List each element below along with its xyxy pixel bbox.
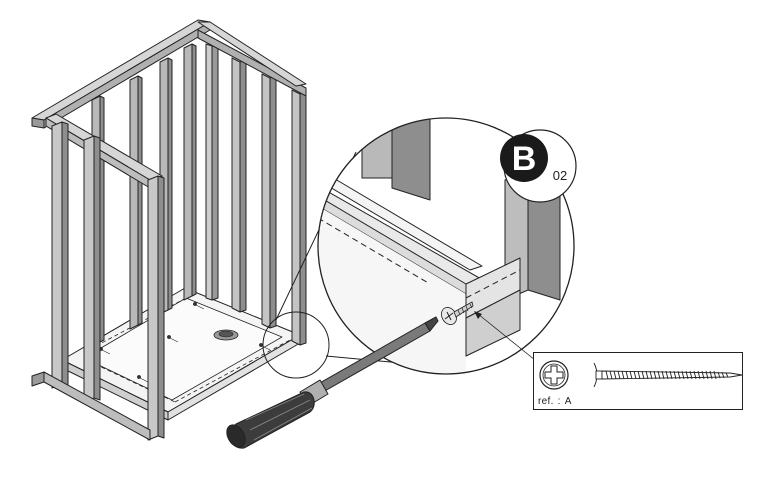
- shower-tray: [61, 287, 301, 421]
- phillips-screw-head-icon: [539, 360, 569, 390]
- screwdriver-icon: [226, 316, 439, 449]
- top-plates: [31, 19, 307, 189]
- stud-frame: [31, 19, 307, 441]
- right-wall-studs: [205, 43, 307, 346]
- detail-locator-circle: [262, 311, 330, 379]
- step-letter: B: [512, 140, 537, 178]
- ref-value: A: [564, 396, 572, 407]
- front-studs: [51, 121, 165, 441]
- ref-text: ref.: [538, 396, 554, 407]
- pan-head-screw-icon: [593, 362, 743, 388]
- magnified-detail-frame: [317, 117, 575, 375]
- screw-reference-box: ref.:A: [533, 352, 743, 410]
- reference-arrow: [477, 313, 536, 361]
- bottom-plate: [31, 371, 45, 387]
- step-badge: B 02: [500, 129, 577, 203]
- ref-separator: :: [557, 396, 561, 407]
- step-number: 02: [553, 168, 567, 183]
- screw-in-detail: [441, 301, 474, 325]
- reference-label: ref.:A: [538, 396, 572, 407]
